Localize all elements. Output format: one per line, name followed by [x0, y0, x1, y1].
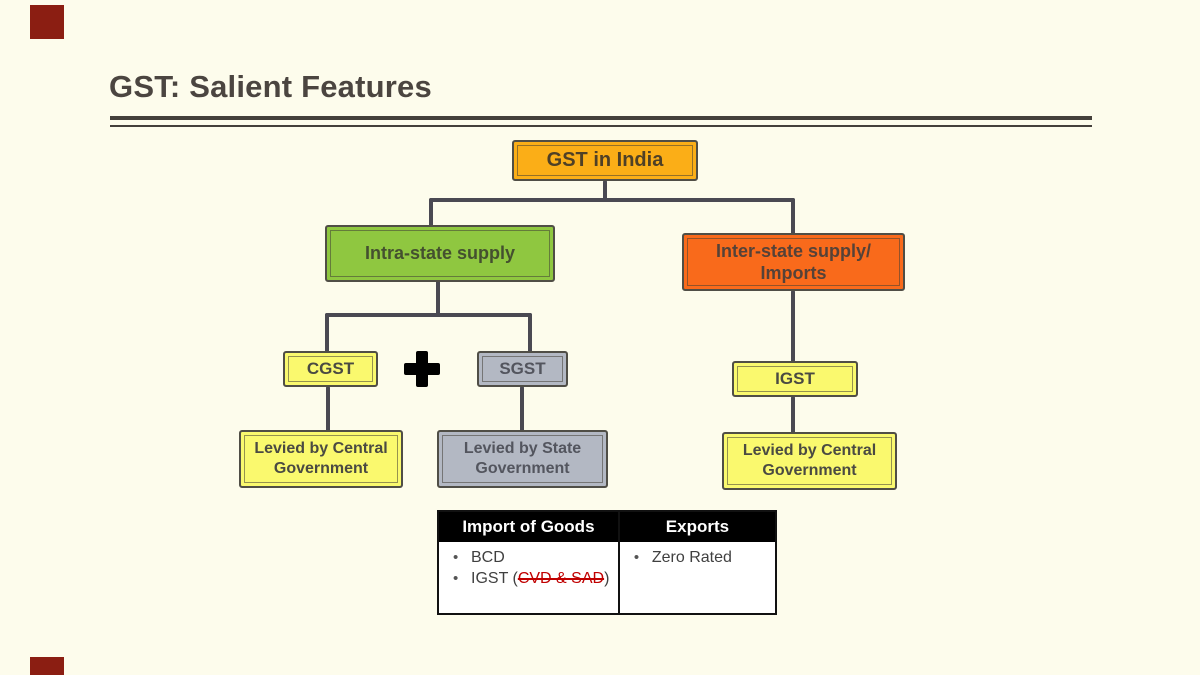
node-levied-state: Levied by State Government [437, 430, 608, 488]
import-item-bcd: BCD [471, 549, 505, 566]
import-item-igst-prefix: IGST ( [471, 570, 518, 587]
corner-accent-top-left [30, 5, 64, 39]
list-item: IGST (CVD & SAD) [445, 569, 610, 589]
table-cell-import: BCD IGST (CVD & SAD) [439, 542, 618, 613]
node-gst-in-india: GST in India [512, 140, 698, 181]
table-header-row: Import of Goods Exports [439, 512, 775, 542]
connector-inter-to-igst [791, 290, 795, 363]
connector-to-intra [429, 198, 433, 227]
table-header-import: Import of Goods [462, 517, 595, 536]
import-list: BCD IGST (CVD & SAD) [445, 548, 610, 589]
connector-to-inter [791, 198, 795, 235]
table-body-row: BCD IGST (CVD & SAD) Zero Rated [439, 542, 775, 613]
node-intra-state-supply: Intra-state supply [325, 225, 555, 282]
node-levied-central-left: Levied by Central Government [239, 430, 403, 488]
node-cgst: CGST [283, 351, 378, 387]
connector-to-cgst [325, 313, 329, 353]
import-item-igst-suffix: ) [604, 570, 610, 587]
corner-accent-bottom-left [30, 657, 64, 675]
import-item-struck-text: CVD & SAD [517, 570, 605, 587]
connector-level1-horizontal [429, 198, 795, 202]
connector-level2-horizontal [325, 313, 532, 317]
node-igst: IGST [732, 361, 858, 397]
title-rule-thin [110, 125, 1092, 127]
connector-sgst-to-levied [520, 386, 524, 432]
import-export-table: Import of Goods Exports BCD IGST (CVD & … [437, 510, 777, 615]
connector-intra-stub [436, 280, 440, 315]
node-levied-central-right: Levied by Central Government [722, 432, 897, 490]
exports-list: Zero Rated [626, 548, 767, 568]
list-item: BCD [445, 548, 610, 568]
connector-igst-to-levied [791, 396, 795, 434]
page-title: GST: Salient Features [109, 69, 432, 104]
title-rule-thick [110, 116, 1092, 120]
plus-icon [404, 351, 440, 387]
node-inter-state-supply: Inter-state supply/ Imports [682, 233, 905, 291]
list-item: Zero Rated [626, 548, 767, 568]
connector-cgst-to-levied [326, 386, 330, 432]
connector-to-sgst [528, 313, 532, 353]
export-item-zero-rated: Zero Rated [651, 549, 732, 566]
connector-root-stub [603, 180, 607, 201]
node-sgst: SGST [477, 351, 568, 387]
table-header-exports: Exports [617, 512, 775, 542]
table-cell-exports: Zero Rated [617, 542, 775, 613]
